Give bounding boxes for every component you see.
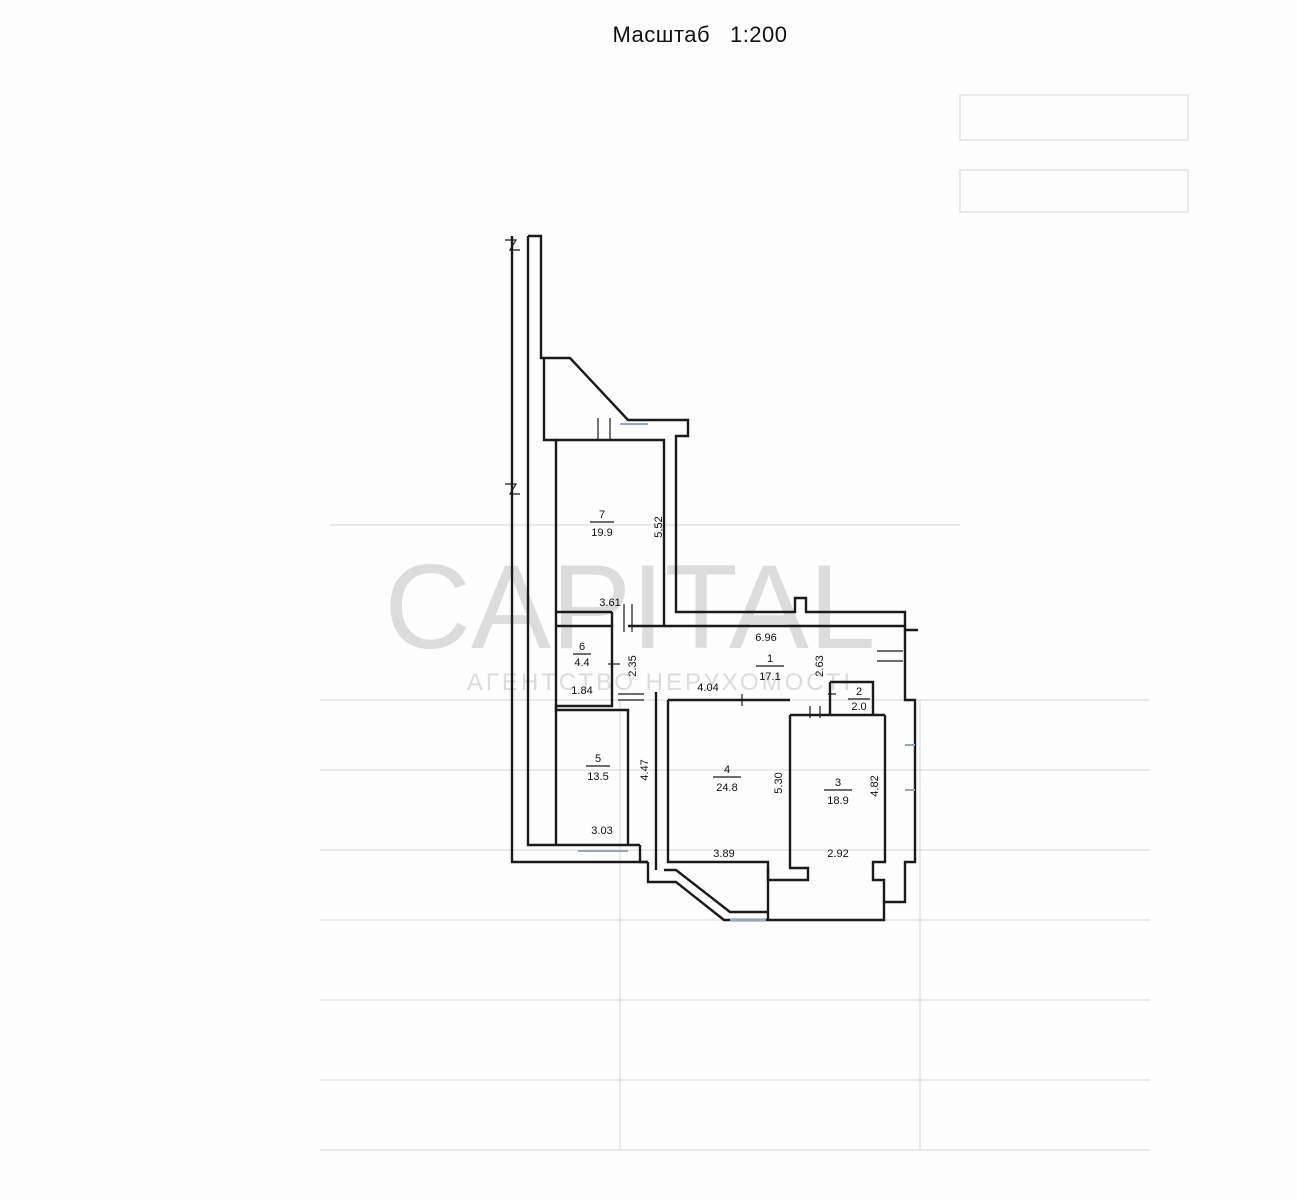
room-7-label: 7 19.9 [590, 509, 614, 539]
dim-room6-height: 2.35 [627, 655, 639, 676]
watermark: CAPITAL АГЕНТСТВО НЕРУХОМОСТІ [384, 540, 875, 696]
dim-room4-height: 5.30 [773, 772, 785, 793]
room-7-number: 7 [599, 509, 605, 521]
interior-walls [554, 438, 905, 882]
dim-room7-width: 3.61 [599, 597, 620, 609]
room-2-area: 2.0 [851, 701, 866, 713]
dim-room3-height: 4.82 [869, 775, 881, 796]
dim-room1-width-bottom: 4.04 [697, 682, 718, 694]
room-5-number: 5 [595, 753, 601, 765]
room-3-number: 3 [835, 777, 841, 789]
dim-room1-width-top: 6.96 [755, 632, 776, 644]
room-4-number: 4 [724, 764, 730, 776]
dimension-labels: 5.52 3.61 2.35 1.84 6.96 4.04 2.63 4.47 … [571, 516, 881, 860]
dim-room4-width: 3.89 [713, 848, 734, 860]
windows [578, 423, 915, 921]
room-7-area: 19.9 [591, 527, 612, 539]
watermark-subtext: АГЕНТСТВО НЕРУХОМОСТІ [467, 669, 853, 696]
room-6-area: 4.4 [574, 657, 589, 669]
room-3-label: 3 18.9 [824, 777, 852, 807]
watermark-logo: CAPITAL [384, 540, 875, 674]
room-2-number: 2 [856, 686, 862, 698]
scale-title: Масштаб 1:200 [0, 22, 1297, 48]
room-1-number: 1 [767, 653, 773, 665]
dim-room1-height: 2.63 [814, 655, 826, 676]
room-6-label: 6 4.4 [573, 641, 591, 669]
scale-value: 1:200 [729, 22, 788, 47]
dim-room6-width: 1.84 [571, 685, 592, 697]
dim-room3-width: 2.92 [827, 848, 848, 860]
room-4-area: 24.8 [716, 782, 737, 794]
dim-room5-width: 3.03 [591, 825, 612, 837]
scale-label: Масштаб [612, 22, 711, 47]
door-markers [597, 418, 903, 718]
room-3-area: 18.9 [827, 795, 848, 807]
room-2-label: 2 2.0 [848, 686, 870, 713]
room-1-label: 1 17.1 [756, 653, 784, 683]
dim-room5-height: 4.47 [639, 759, 651, 780]
room-5-label: 5 13.5 [586, 753, 610, 783]
dim-room7-height: 5.52 [653, 516, 665, 537]
room-5-area: 13.5 [587, 771, 608, 783]
room-4-label: 4 24.8 [713, 764, 741, 794]
room-6-number: 6 [579, 641, 585, 653]
break-marks [505, 239, 520, 495]
room-1-area: 17.1 [759, 671, 780, 683]
